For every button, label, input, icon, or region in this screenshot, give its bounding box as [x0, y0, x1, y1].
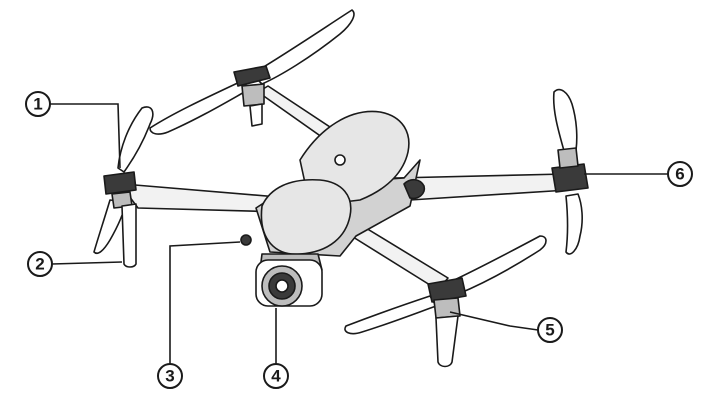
leader-5 — [449, 311, 539, 331]
callout-3-number: 3 — [165, 367, 174, 386]
callout-2: 2 — [27, 251, 53, 277]
callout-1-number: 1 — [33, 95, 42, 114]
leader-lines — [50, 103, 668, 364]
callout-3: 3 — [157, 363, 183, 389]
callout-4: 4 — [263, 363, 289, 389]
propeller-rear-left — [149, 9, 355, 135]
callout-6-number: 6 — [675, 165, 684, 184]
callout-6: 6 — [667, 161, 693, 187]
leader-3 — [169, 241, 241, 364]
callout-2-number: 2 — [35, 255, 44, 274]
front-vision-sensor — [240, 234, 252, 246]
landing-leg-front-right — [435, 315, 459, 368]
leader-2 — [51, 261, 123, 265]
callout-5: 5 — [537, 317, 563, 343]
leader-1 — [50, 103, 121, 169]
callout-4-number: 4 — [271, 367, 281, 386]
drone-body — [255, 110, 426, 257]
callout-1: 1 — [25, 91, 51, 117]
gimbal-camera — [255, 253, 323, 307]
propeller-rear-right — [551, 88, 589, 255]
callout-5-number: 5 — [545, 321, 554, 340]
landing-leg-front-left — [121, 203, 137, 268]
